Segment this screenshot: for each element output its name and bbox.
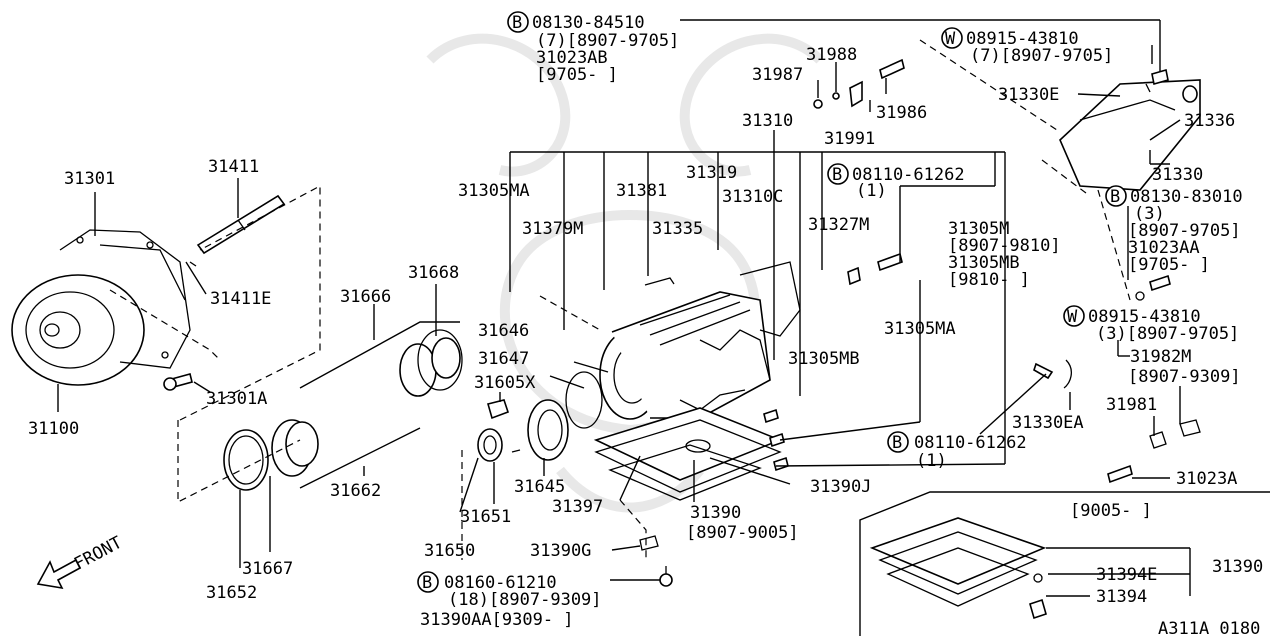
part-label: 31394E xyxy=(1096,565,1157,585)
right-bolts xyxy=(763,274,1201,484)
part-label: 08160-61210 xyxy=(444,573,557,593)
part-label: (7)[8907-9705] xyxy=(536,31,679,51)
part-label: 31988 xyxy=(806,45,857,65)
part-label: 31390G xyxy=(530,541,591,561)
input-shaft xyxy=(189,194,286,267)
part-label: 31651 xyxy=(460,507,511,527)
part-label: 31390 xyxy=(1212,557,1263,577)
part-label: (3)[8907-9705] xyxy=(1096,324,1239,344)
bolt-marker: B xyxy=(422,573,432,593)
part-label: 31305M xyxy=(948,219,1009,239)
part-label: 31305MB xyxy=(788,349,860,369)
part-label: 31023A xyxy=(1176,469,1237,489)
washer-marker: W xyxy=(945,29,956,49)
front-label: FRONT xyxy=(71,533,126,575)
part-label: 31319 xyxy=(686,163,737,183)
part-label: 08915-43810 xyxy=(966,29,1079,49)
part-label: 31310 xyxy=(742,111,793,131)
part-label: (7)[8907-9705] xyxy=(970,46,1113,66)
bolt-marker: B xyxy=(892,433,902,453)
part-label: 31305MA xyxy=(458,181,530,201)
part-label: 31650 xyxy=(424,541,475,561)
leader-lines xyxy=(57,19,1270,636)
washer-marker: W xyxy=(1067,307,1078,327)
part-label: [9005- ] xyxy=(1070,501,1152,521)
diagram-id: A311A 0180 xyxy=(1158,619,1260,638)
part-label: 31981 xyxy=(1106,395,1157,415)
part-label: [8907-9005] xyxy=(686,523,799,543)
part-label: 31379M xyxy=(522,219,583,239)
part-label: 31301A xyxy=(206,389,267,409)
part-label: [9705- ] xyxy=(536,65,618,85)
part-label: (1) xyxy=(856,181,887,201)
part-label: 31647 xyxy=(478,349,529,369)
part-label: 31394 xyxy=(1096,587,1147,607)
housing-bolt xyxy=(163,373,193,391)
part-label: 31986 xyxy=(876,103,927,123)
converter-housing xyxy=(59,229,191,369)
part-label: 31646 xyxy=(478,321,529,341)
small-top-parts xyxy=(813,58,905,286)
part-label: 31662 xyxy=(330,481,381,501)
oil-pump-parts xyxy=(223,329,603,491)
part-label: (1) xyxy=(916,451,947,471)
part-label: (3) xyxy=(1134,204,1165,224)
part-label: 31305MB xyxy=(948,253,1020,273)
part-label: 31987 xyxy=(752,65,803,85)
part-label: 31330 xyxy=(1152,165,1203,185)
part-label: 08130-83010 xyxy=(1130,187,1243,207)
part-label: 31982M xyxy=(1130,347,1191,367)
part-label: 31991 xyxy=(824,129,875,149)
part-label: 31605X xyxy=(474,373,536,393)
part-label: [8907-9705] xyxy=(1128,221,1241,241)
part-label: 31390J xyxy=(810,477,871,497)
part-label: [9810- ] xyxy=(948,270,1030,290)
transmission-case xyxy=(599,261,801,420)
bolt-markers: B W B B W B B xyxy=(417,11,1127,593)
part-label: 31330EA xyxy=(1012,413,1084,433)
part-label: 31652 xyxy=(206,583,257,603)
part-label: 08110-61262 xyxy=(914,433,1027,453)
part-label: 08130-84510 xyxy=(532,13,645,33)
part-label: 31336 xyxy=(1184,111,1235,131)
part-label: 31645 xyxy=(514,477,565,497)
bolt-marker: B xyxy=(512,13,522,33)
part-label: 31305MA xyxy=(884,319,956,339)
part-label: 08915-43810 xyxy=(1088,307,1201,327)
oil-pan-left xyxy=(593,407,783,587)
oil-pan-inset xyxy=(869,517,1047,620)
part-label: 31411E xyxy=(210,289,271,309)
torque-converter xyxy=(11,274,145,386)
front-direction-arrow: FRONT xyxy=(36,533,126,590)
part-label: 31335 xyxy=(652,219,703,239)
extension-housing xyxy=(1059,68,1201,191)
part-label: (18)[8907-9309] xyxy=(448,590,602,610)
part-label: 31327M xyxy=(808,215,869,235)
part-label: 31397 xyxy=(552,497,603,517)
part-label: 31390AA[9309- ] xyxy=(420,610,574,630)
part-label: 31411 xyxy=(208,157,259,177)
part-labels: 08130-84510 (7)[8907-9705] 31023AB [9705… xyxy=(28,13,1263,638)
part-label: 31666 xyxy=(340,287,391,307)
part-label: 31100 xyxy=(28,419,79,439)
dashed-alignment-lines xyxy=(109,39,1131,560)
part-label: 31330E xyxy=(998,85,1059,105)
part-label: 31023AA xyxy=(1128,238,1200,258)
part-label: 31390 xyxy=(690,503,741,523)
part-label: 31301 xyxy=(64,169,115,189)
part-label: [8907-9810] xyxy=(948,236,1061,256)
part-label: 31667 xyxy=(242,559,293,579)
part-label: 31310C xyxy=(722,187,783,207)
bolt-marker: B xyxy=(832,165,842,185)
part-label: 31668 xyxy=(408,263,459,283)
part-label: 31381 xyxy=(616,181,667,201)
part-label: [9705- ] xyxy=(1128,255,1210,275)
part-label: 08110-61262 xyxy=(852,165,965,185)
part-label: 31023AB xyxy=(536,48,608,68)
bolt-marker: B xyxy=(1110,187,1120,207)
part-label: [8907-9309] xyxy=(1128,367,1241,387)
